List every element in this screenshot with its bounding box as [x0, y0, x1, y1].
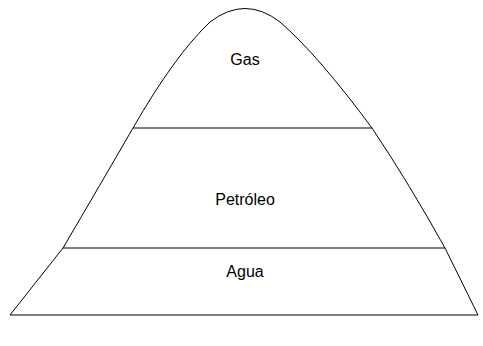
anticline-outline	[10, 9, 478, 316]
layer-label: Gas	[230, 50, 259, 70]
oil-water-contact	[63, 248, 445, 249]
layer-label: Petróleo	[215, 190, 275, 210]
layer-band: Petróleo	[211, 188, 279, 212]
layer-band: Agua	[222, 260, 267, 284]
layer-label: Agua	[226, 262, 263, 282]
gas-oil-contact	[133, 128, 372, 129]
layer-band: Gas	[226, 48, 263, 72]
base-line	[10, 315, 478, 316]
